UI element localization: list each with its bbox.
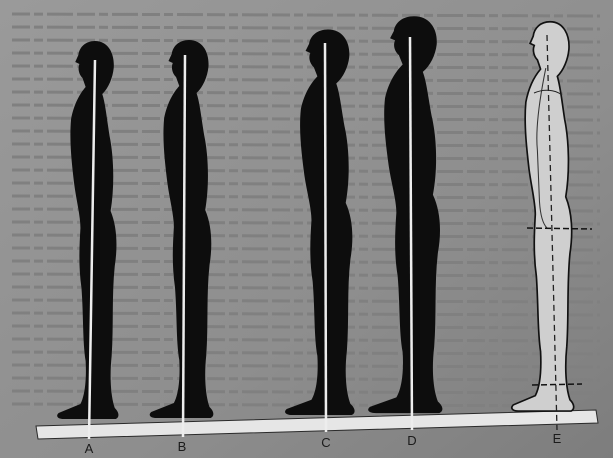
label-d: D bbox=[407, 433, 416, 448]
label-c: C bbox=[321, 435, 330, 450]
label-a: A bbox=[85, 441, 94, 456]
label-b: B bbox=[178, 439, 187, 454]
plumb-line-c bbox=[325, 43, 326, 432]
label-e: E bbox=[553, 431, 562, 446]
